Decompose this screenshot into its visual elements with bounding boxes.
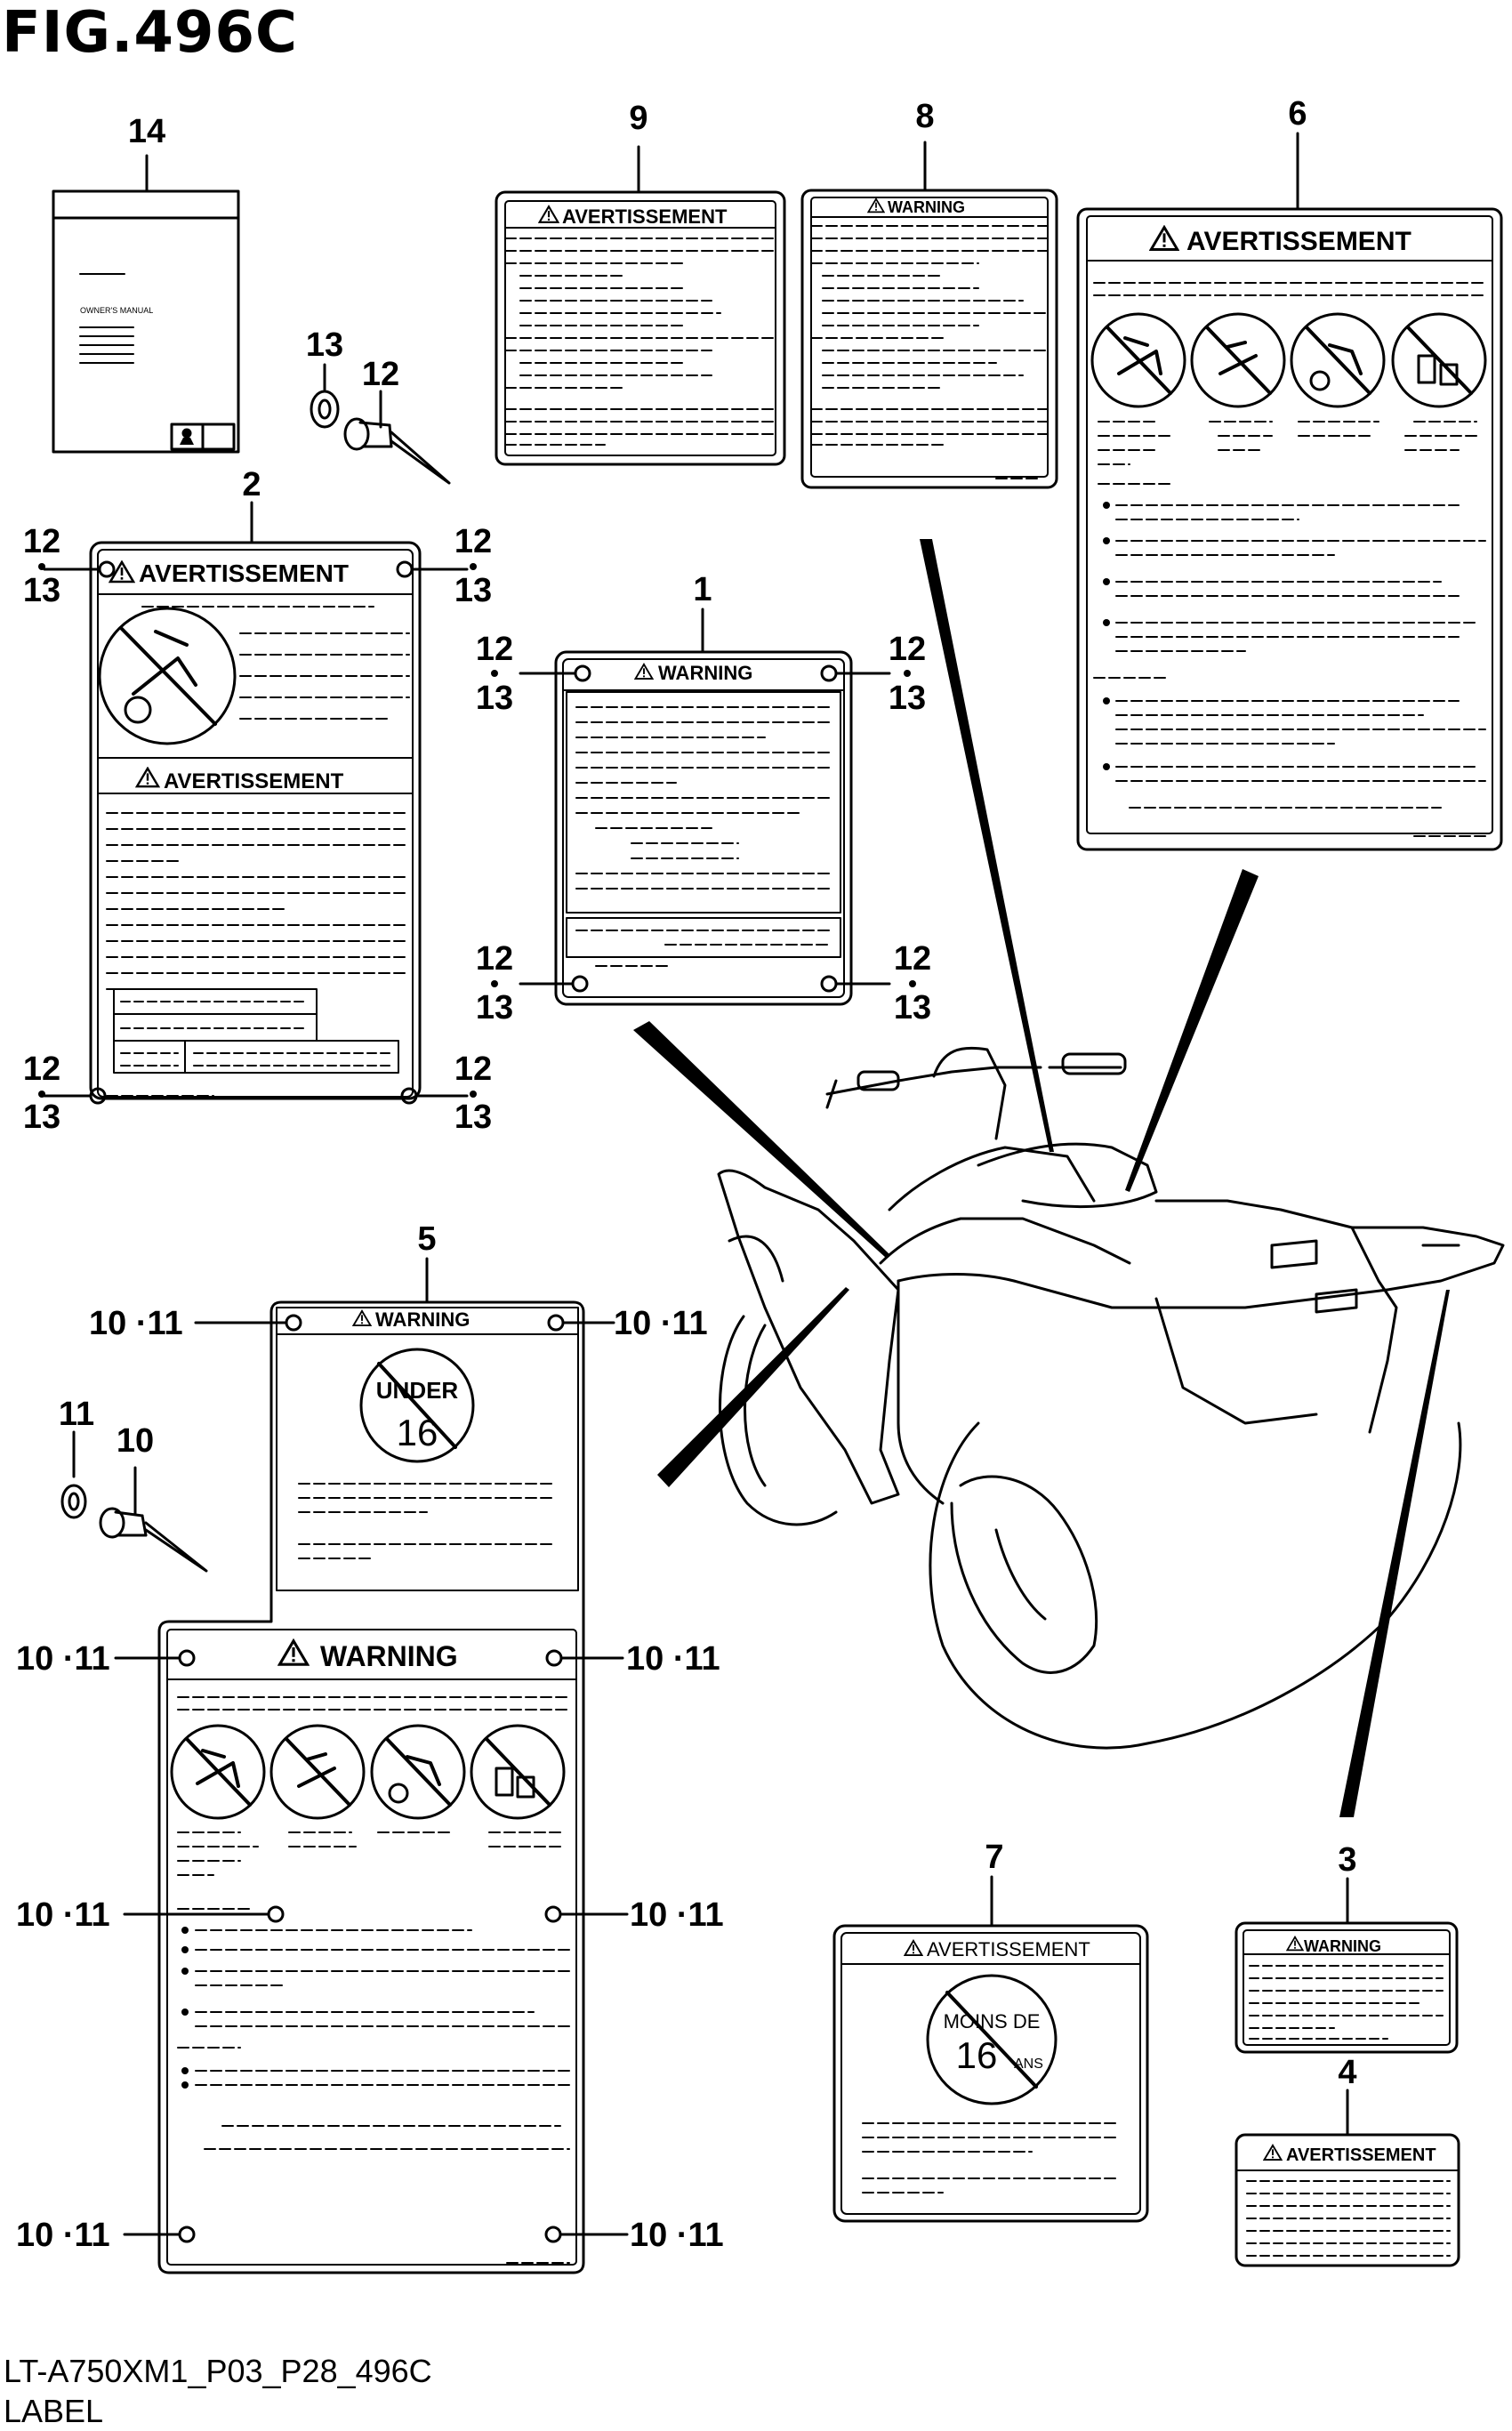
callout-10-11-a: 10 ·11: [89, 1305, 183, 1342]
label-1: [554, 650, 853, 1006]
manual-title: OWNER'S MANUAL: [80, 306, 153, 315]
callout-14: 14: [128, 113, 165, 150]
owners-manual: [52, 181, 240, 454]
label-9: [495, 190, 786, 466]
moins-de-age: 16: [956, 2034, 998, 2076]
callout-12-l1bl: 12: [476, 940, 513, 978]
callout-13-l2tr: 13: [454, 572, 492, 609]
callout-13-top: 13: [306, 326, 343, 364]
label-5: [157, 1300, 585, 2274]
label-2: [89, 541, 422, 1100]
callout-12-l2bl: 12: [23, 1050, 60, 1088]
callout-10-11-h: 10 ·11: [630, 2217, 724, 2254]
callout-10: 10: [117, 1422, 154, 1460]
callout-3: 3: [1338, 1841, 1356, 1879]
callout-10-11-g: 10 ·11: [16, 2217, 110, 2254]
callout-13-l1tl: 13: [476, 680, 513, 717]
label-7-heading: AVERTISSEMENT: [927, 1938, 1090, 1960]
callout-13-l1tr: 13: [889, 680, 926, 717]
callout-7: 7: [985, 1839, 1003, 1876]
washer-11: [60, 1484, 87, 1519]
callout-8: 8: [915, 98, 934, 135]
callout-12-l1br: 12: [894, 940, 931, 978]
callout-6: 6: [1288, 95, 1307, 133]
label-6: [1076, 207, 1503, 851]
callout-4: 4: [1338, 2054, 1356, 2091]
callout-12-l2tl: 12: [23, 523, 60, 560]
callout-1: 1: [693, 571, 712, 608]
label-6-heading: AVERTISSEMENT: [1186, 227, 1411, 256]
callout-13-l1br: 13: [894, 989, 931, 1026]
callout-10-11-b: 10 ·11: [614, 1305, 708, 1342]
washer-13: [310, 390, 340, 429]
label-8-heading: WARNING: [888, 198, 965, 216]
callout-10-11-f: 10 ·11: [630, 1896, 724, 1934]
label-1-heading: WARNING: [658, 662, 752, 684]
label-3: [1235, 1921, 1459, 2054]
label-5-heading-top: WARNING: [375, 1308, 470, 1331]
footer-code: LT-A750XM1_P03_P28_496C: [4, 2353, 432, 2389]
callout-12-l1tl: 12: [476, 631, 513, 668]
warning-triangle-icons: [109, 197, 1304, 2161]
label-2-heading-bottom: AVERTISSEMENT: [164, 769, 344, 793]
moins-de-text: MOINS DE: [944, 2010, 1041, 2033]
rivet-10: [99, 1507, 208, 1573]
footer-label: LABEL: [4, 2393, 104, 2429]
label-9-heading: AVERTISSEMENT: [562, 205, 728, 228]
rivet-12: [343, 417, 451, 485]
leader-wedges: [633, 539, 1450, 1817]
callout-10-11-c: 10 ·11: [16, 1640, 110, 1678]
separator-dots: [38, 563, 916, 1098]
label-3-heading: WARNING: [1304, 1937, 1381, 1955]
callout-9: 9: [629, 100, 647, 137]
label-4-heading: AVERTISSEMENT: [1286, 2145, 1436, 2165]
figure-title: FIG.496C: [2, 0, 298, 66]
under-text: UNDER: [376, 1377, 459, 1404]
callout-12-l2tr: 12: [454, 523, 492, 560]
callout-10-11-d: 10 ·11: [626, 1640, 720, 1678]
label-8: [800, 189, 1058, 489]
label-5-heading-bottom: WARNING: [320, 1640, 458, 1672]
callout-12-l2br: 12: [454, 1050, 492, 1088]
callout-12-l1tr: 12: [889, 631, 926, 668]
callout-11: 11: [59, 1396, 94, 1433]
callout-13-l2br: 13: [454, 1099, 492, 1136]
callout-13-l2tl: 13: [23, 572, 60, 609]
atv-outline: [717, 1046, 1505, 1750]
ans-text: ANS: [1014, 2057, 1043, 2072]
under-age: 16: [397, 1412, 438, 1453]
callout-10-11-e: 10 ·11: [16, 1896, 110, 1934]
callout-2: 2: [242, 466, 261, 503]
callout-5: 5: [417, 1220, 436, 1258]
callout-13-l1bl: 13: [476, 989, 513, 1026]
callout-12-top: 12: [362, 356, 399, 393]
callout-13-l2bl: 13: [23, 1099, 60, 1136]
label-2-heading-top: AVERTISSEMENT: [139, 559, 349, 587]
